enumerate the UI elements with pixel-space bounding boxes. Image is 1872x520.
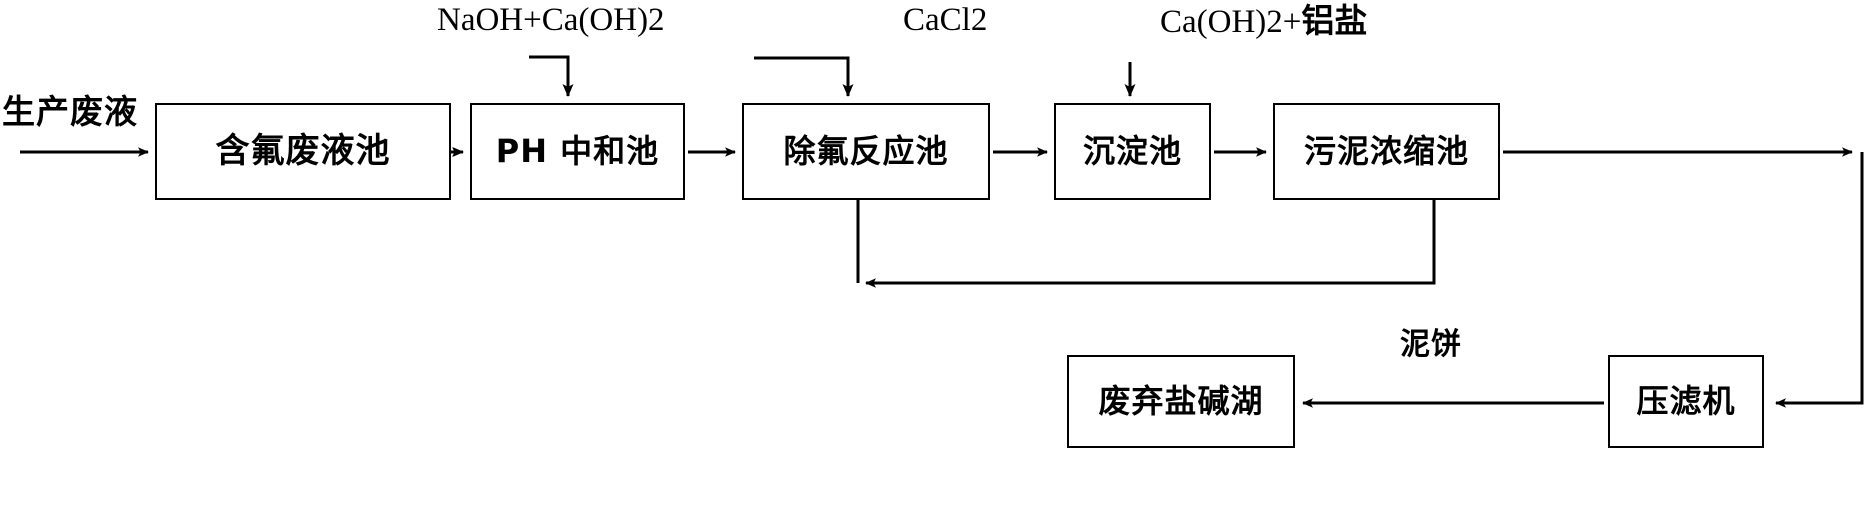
label-reagent3-formula: Ca(OH)2+: [1160, 4, 1302, 40]
node-ya-lv-ji[interactable]: 压滤机: [1608, 355, 1764, 448]
connector-tank5-to-filter: [1775, 152, 1864, 408]
node-label-tank4: 沉淀池: [1082, 131, 1182, 170]
node-label-tank3: 除氟反应池: [783, 131, 949, 170]
label-reagent3-cjk: 铝盐: [1301, 1, 1368, 40]
label-reagent-caoh2-aluminum-salt: Ca(OH)2+铝盐: [1160, 4, 1367, 39]
node-label-tank5: 污泥浓缩池: [1303, 131, 1469, 170]
node-label-filter: 压滤机: [1636, 381, 1736, 420]
label-sludge-cake: 泥饼: [1400, 327, 1462, 362]
node-ph-zhong-he-chi[interactable]: PH 中和池: [470, 103, 685, 200]
label-reagent-cacl2: CaCl2: [903, 2, 988, 38]
node-chen-dian-chi[interactable]: 沉淀池: [1054, 103, 1211, 200]
node-label-tank2: PH 中和池: [495, 131, 660, 170]
node-han-fu-fei-ye-chi[interactable]: 含氟废液池: [155, 103, 451, 200]
node-wu-ni-nong-suo-chi[interactable]: 污泥浓缩池: [1273, 103, 1500, 200]
node-label-tank1: 含氟废液池: [215, 130, 391, 171]
node-label-lake: 废弃盐碱湖: [1098, 381, 1264, 420]
node-fei-qi-yan-jian-hu[interactable]: 废弃盐碱湖: [1067, 355, 1295, 448]
node-chu-fu-fan-ying-chi[interactable]: 除氟反应池: [742, 103, 990, 200]
label-influent: 生产废液: [2, 92, 138, 131]
connector-reagent2-elbow: [754, 56, 854, 97]
connector-reagent1-elbow: [529, 55, 574, 97]
label-reagent-naoh-caoh2: NaOH+Ca(OH)2: [437, 2, 665, 38]
